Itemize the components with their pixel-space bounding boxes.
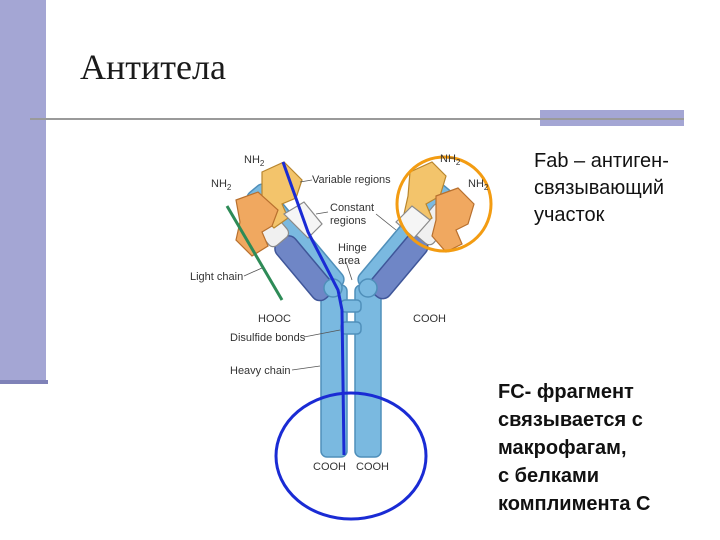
label-nh2-top-left: NH2 xyxy=(244,154,265,168)
fc-caption: FC- фрагмент связывается с макрофагам, с… xyxy=(498,381,651,515)
fab-highlight-circle xyxy=(395,155,493,253)
label-cooh-bottom-right: COOH xyxy=(356,461,389,473)
fc-highlight-circle xyxy=(274,391,428,521)
label-cooh-right: COOH xyxy=(413,313,446,325)
right-variable-orange xyxy=(431,187,475,253)
label-cooh-bottom-left: COOH xyxy=(313,461,346,473)
disulfide-bond-top xyxy=(340,299,362,313)
label-nh2-top-right: NH2 xyxy=(440,153,461,167)
leader-heavy-chain xyxy=(291,365,321,371)
label-hinge-2: area xyxy=(338,255,361,267)
light-chain-trace-line xyxy=(225,205,284,301)
heavy-chain-trace-line xyxy=(281,161,346,456)
disulfide-bond-bottom xyxy=(340,321,362,335)
slide-side-bar xyxy=(0,0,46,384)
label-variable-regions: Variable regions xyxy=(312,174,391,186)
label-constant-regions-1: Constant xyxy=(330,202,374,214)
label-light-chain: Light chain xyxy=(190,271,243,283)
leader-constant xyxy=(315,211,329,215)
label-constant-regions-2: regions xyxy=(330,215,367,227)
title-rule xyxy=(30,118,684,120)
leader-hinge xyxy=(345,261,353,281)
leader-disulfide xyxy=(303,329,341,338)
hinge-knob-right xyxy=(358,278,378,298)
label-heavy-chain: Heavy chain xyxy=(230,365,291,377)
label-disulfide-bonds: Disulfide bonds xyxy=(230,332,306,344)
leader-constant-2 xyxy=(375,213,397,231)
label-hinge-1: Hinge xyxy=(338,242,367,254)
label-hooc: HOOC xyxy=(258,313,291,325)
leader-variable xyxy=(299,179,313,183)
label-nh2-left: NH2 xyxy=(211,178,232,192)
slide-title: Антитела xyxy=(80,47,226,87)
slide-side-bar-shadow xyxy=(0,380,48,384)
leader-light-chain xyxy=(243,267,263,277)
fab-caption: Fab – антиген- связывающий участок xyxy=(534,150,669,226)
label-nh2-right: NH2 xyxy=(468,178,489,192)
